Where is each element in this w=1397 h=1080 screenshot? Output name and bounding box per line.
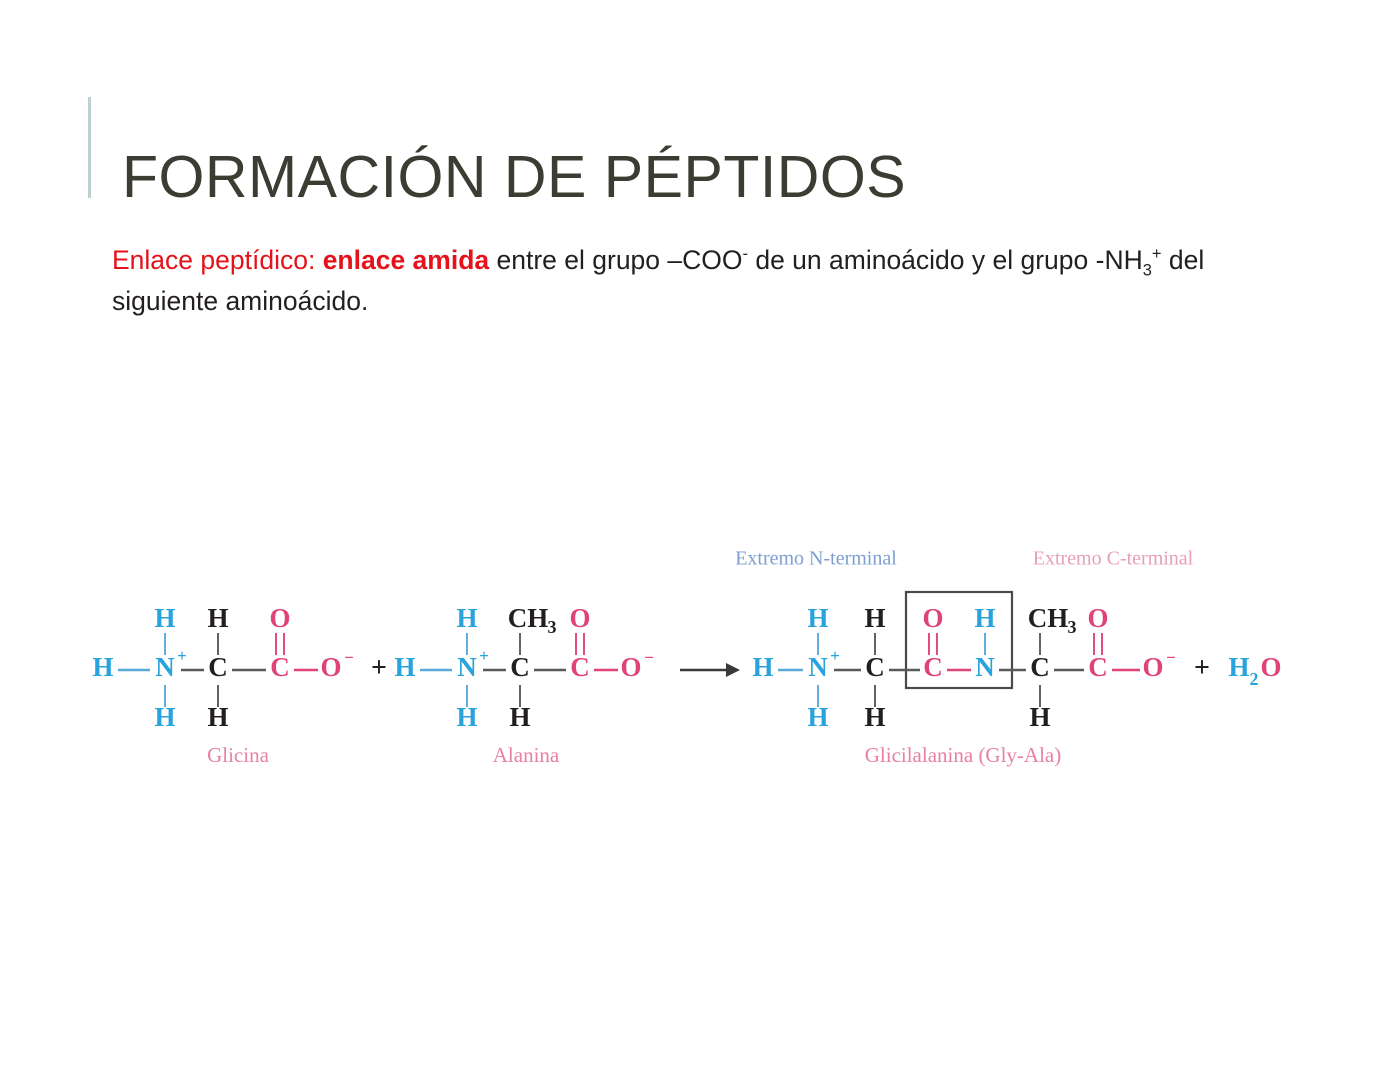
body-paragraph: Enlace peptídico: enlace amida entre el … — [112, 240, 1222, 322]
label-n-terminal: Extremo N-terminal — [735, 548, 897, 570]
atom-h-alpha-top-glycine: H — [207, 603, 228, 633]
atom-o-single-product: O — [1142, 652, 1163, 682]
body-text-3: del siguiente aminoácido. — [112, 245, 1205, 316]
atom-h-left-alanine: H — [394, 652, 415, 682]
atom-h-top-glycine: H — [154, 603, 175, 633]
atom-h-bottom-glycine: H — [154, 702, 175, 732]
atom-o-single-glycine: O — [320, 652, 341, 682]
charge-n-plus-alanine: + — [479, 646, 489, 665]
atom-o-double-glycine: O — [269, 603, 290, 633]
atom-n-alanine: N — [457, 652, 477, 682]
atom-h-a1-bottom-product: H — [864, 702, 885, 732]
charge-o-minus-product: − — [1166, 648, 1176, 667]
plus-sign-1: + — [371, 652, 387, 683]
charge-n-plus-glycine: + — [177, 646, 187, 665]
atom-h-n-top-product: H — [807, 603, 828, 633]
peptide-bond-box — [904, 590, 1014, 690]
atom-h-top-alanine: H — [456, 603, 477, 633]
atom-c-alpha-alanine: C — [510, 652, 530, 682]
molecule-glycine: H N + H H C H H C O O − Glicina — [92, 603, 353, 767]
atom-n1-product: N — [808, 652, 828, 682]
label-alanine: Alanina — [493, 743, 560, 767]
atom-n-glycine: N — [155, 652, 175, 682]
atom-h-alpha-bottom-alanine: H — [509, 702, 530, 732]
atom-ch3-sub-product: 3 — [1068, 617, 1077, 637]
atom-o-water: O — [1260, 652, 1281, 682]
atom-o-double-amide-product: O — [922, 603, 943, 633]
atom-h-alpha-bottom-glycine: H — [207, 702, 228, 732]
atom-h-n-bottom-product: H — [807, 702, 828, 732]
atom-c-alpha-glycine: C — [208, 652, 228, 682]
atom-h-sub-water: 2 — [1250, 669, 1259, 689]
label-glycine: Glicina — [207, 743, 269, 767]
body-sup-minus: - — [742, 245, 748, 264]
atom-h-left-glycine: H — [92, 652, 113, 682]
body-sup-plus: + — [1151, 245, 1162, 264]
atom-ch3-alanine: CH — [508, 603, 549, 633]
charge-o-minus-alanine: − — [644, 648, 654, 667]
atom-ch3-product: CH — [1028, 603, 1069, 633]
molecule-alanine: H N + H H C CH 3 H C O O − Alanina — [394, 603, 653, 767]
label-c-terminal: Extremo C-terminal — [1033, 548, 1194, 570]
atom-c-alpha1-product: C — [865, 652, 885, 682]
atom-h-bottom-alanine: H — [456, 702, 477, 732]
reaction-arrow-icon — [680, 663, 740, 677]
atom-c-carboxyl-glycine: C — [270, 652, 290, 682]
atom-c-alpha2-product: C — [1030, 652, 1050, 682]
atom-c-carbonyl-product: C — [923, 652, 943, 682]
peptide-formation-diagram: H N + H H C H H C O O − Glicina + H N + … — [0, 535, 1397, 795]
body-red-bold: enlace amida — [322, 245, 490, 275]
atom-ch3-sub-alanine: 3 — [548, 617, 557, 637]
charge-n1-plus-product: + — [830, 646, 840, 665]
atom-c-carboxyl-product: C — [1088, 652, 1108, 682]
atom-h-a1-top-product: H — [864, 603, 885, 633]
atom-h-water: H — [1228, 652, 1249, 682]
atom-c-carboxyl-alanine: C — [570, 652, 590, 682]
body-red-lead: Enlace peptídico: — [112, 245, 316, 275]
molecule-glycylalanine: Extremo N-terminal Extremo C-terminal H … — [735, 548, 1194, 767]
body-text-2: de un aminoácido y el grupo -NH — [747, 245, 1143, 275]
body-sub-three: 3 — [1142, 261, 1152, 280]
title-accent-bar — [88, 97, 91, 198]
atom-h-amide-product: H — [974, 603, 995, 633]
atom-h-left-product: H — [752, 652, 773, 682]
page-title: FORMACIÓN DE PÉPTIDOS — [122, 143, 907, 210]
atom-h-a2-bottom-product: H — [1029, 702, 1050, 732]
label-glycylalanine: Glicilalanina (Gly-Ala) — [865, 743, 1062, 767]
atom-o-double-product: O — [1087, 603, 1108, 633]
plus-sign-2: + — [1194, 652, 1210, 683]
charge-o-minus-glycine: − — [344, 648, 354, 667]
atom-n-amide-product: N — [975, 652, 995, 682]
body-text-1: entre el grupo –COO — [489, 245, 743, 275]
atom-o-single-alanine: O — [620, 652, 641, 682]
atom-o-double-alanine: O — [569, 603, 590, 633]
molecule-water: H 2 O — [1228, 652, 1281, 689]
